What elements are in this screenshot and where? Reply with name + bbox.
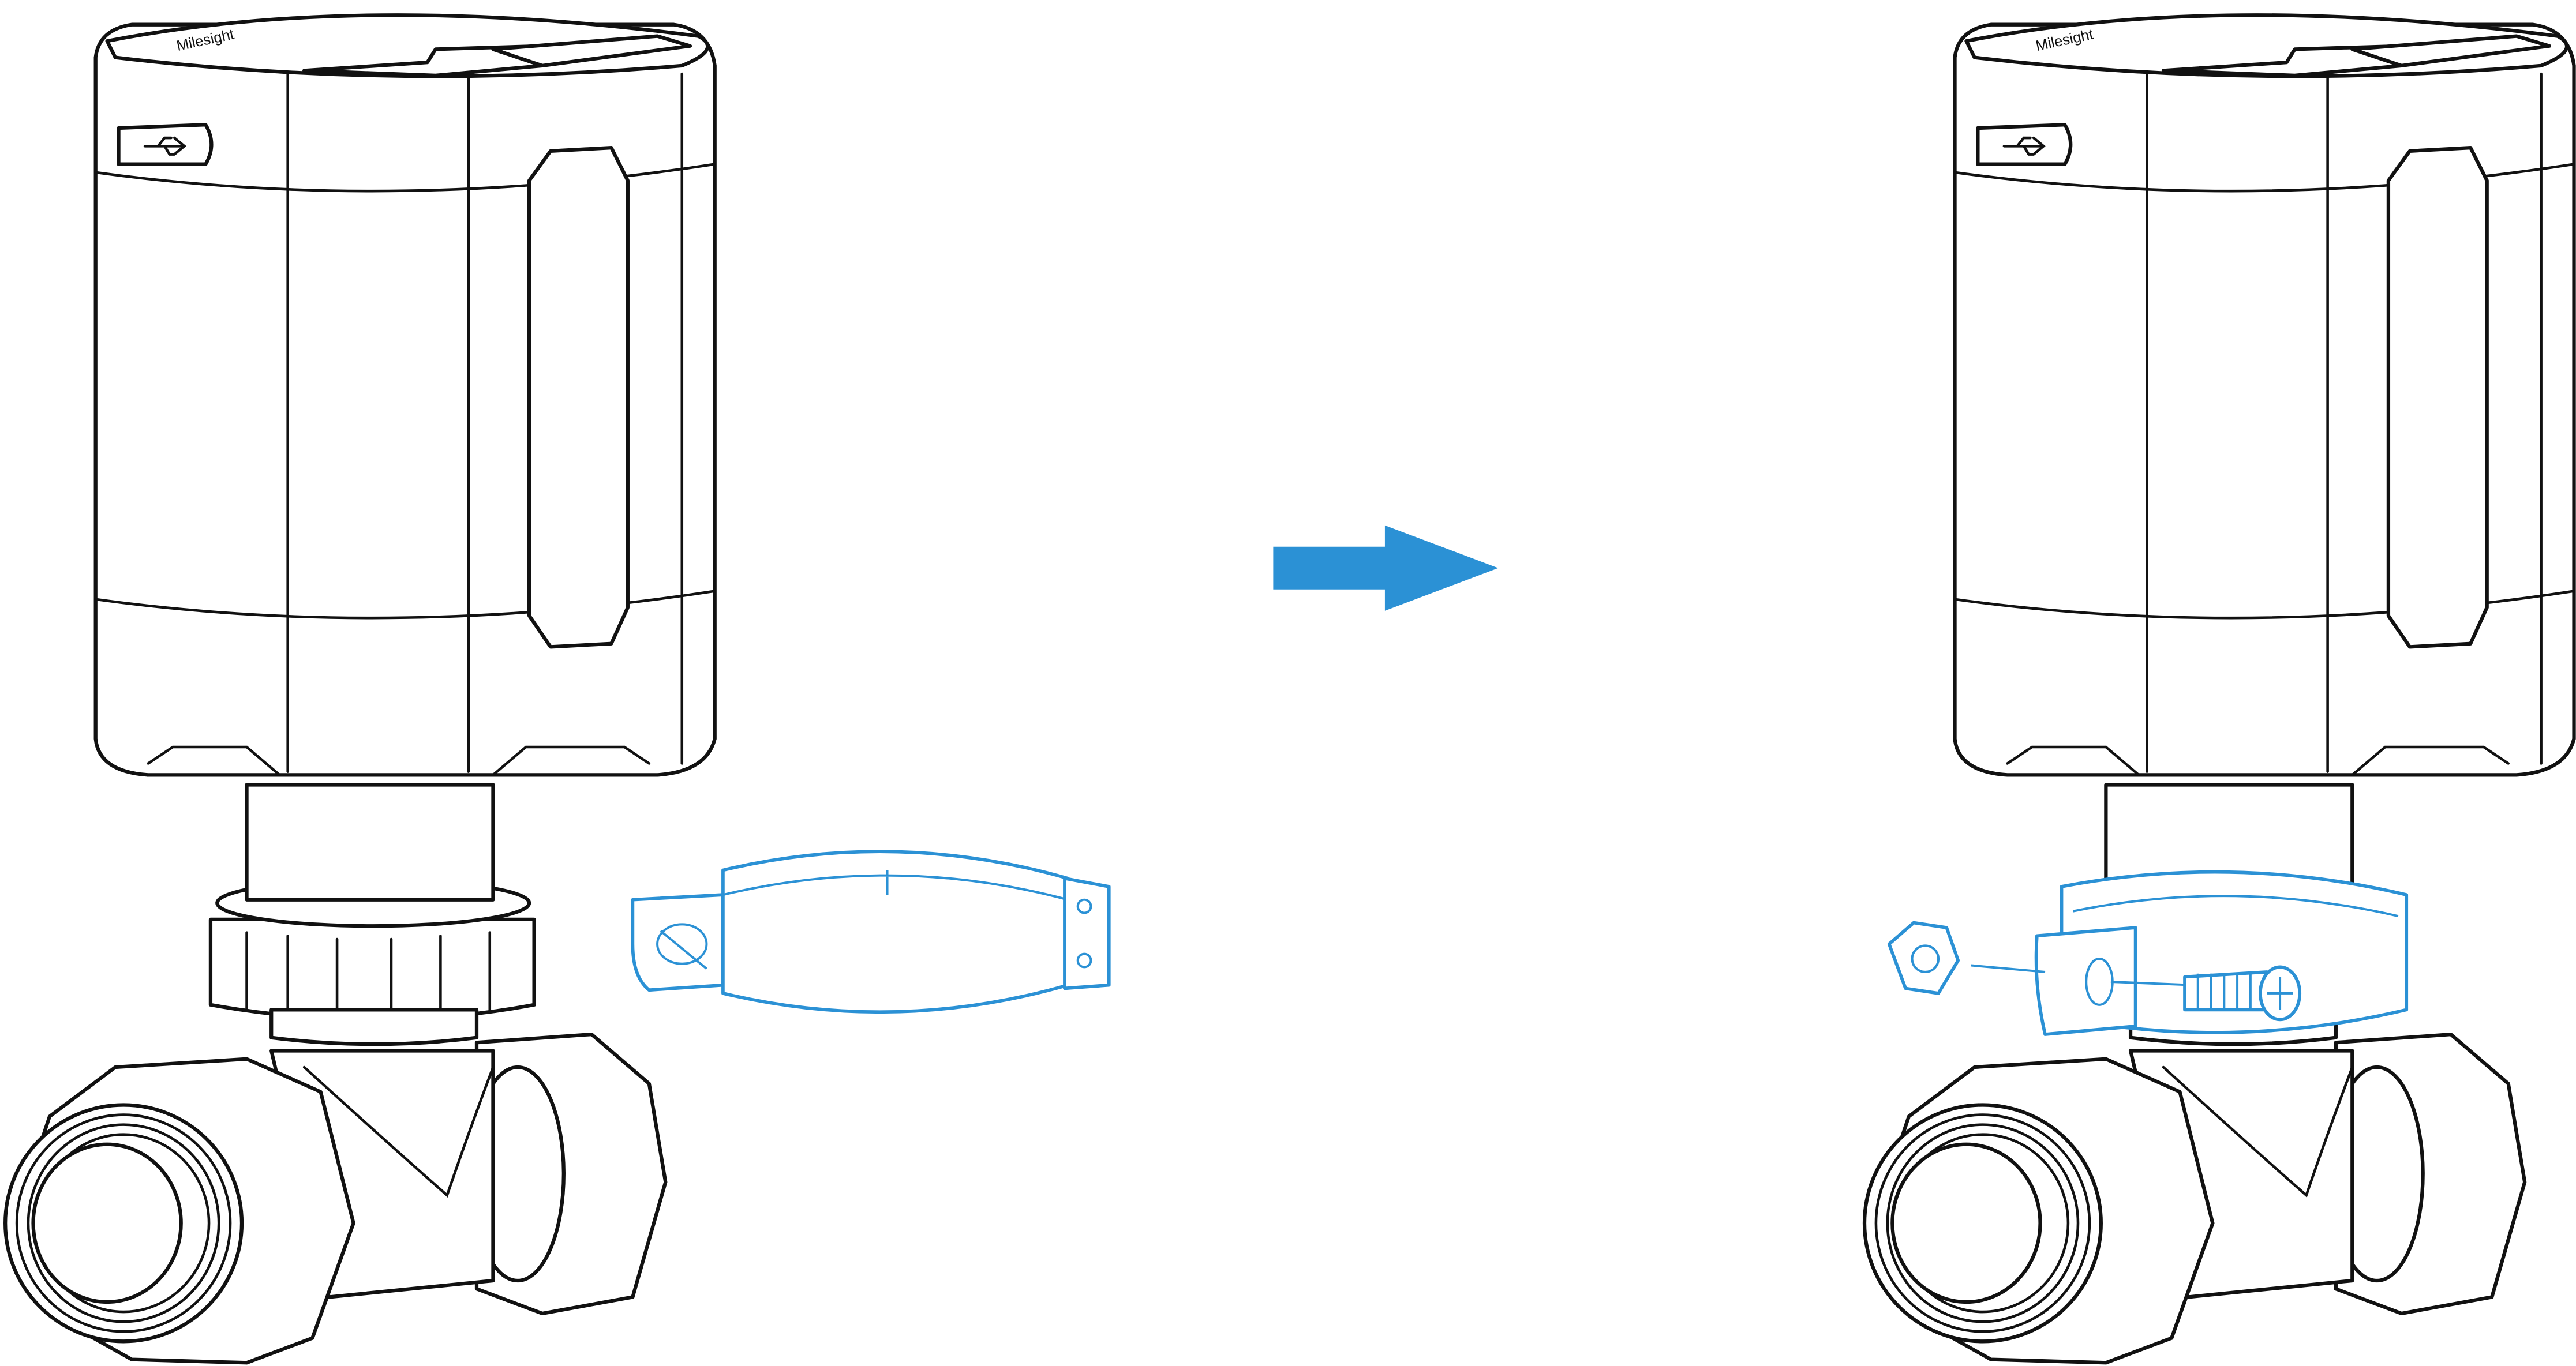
hex-nut xyxy=(1887,921,1960,995)
step-arrow-icon xyxy=(1273,525,1499,611)
pipe-clamp-open xyxy=(631,850,1111,1014)
step-before: Milesight xyxy=(5,15,1111,1363)
pipe-clamp-installed xyxy=(1887,870,2409,1036)
step-after: Milesight xyxy=(1864,15,2574,1363)
